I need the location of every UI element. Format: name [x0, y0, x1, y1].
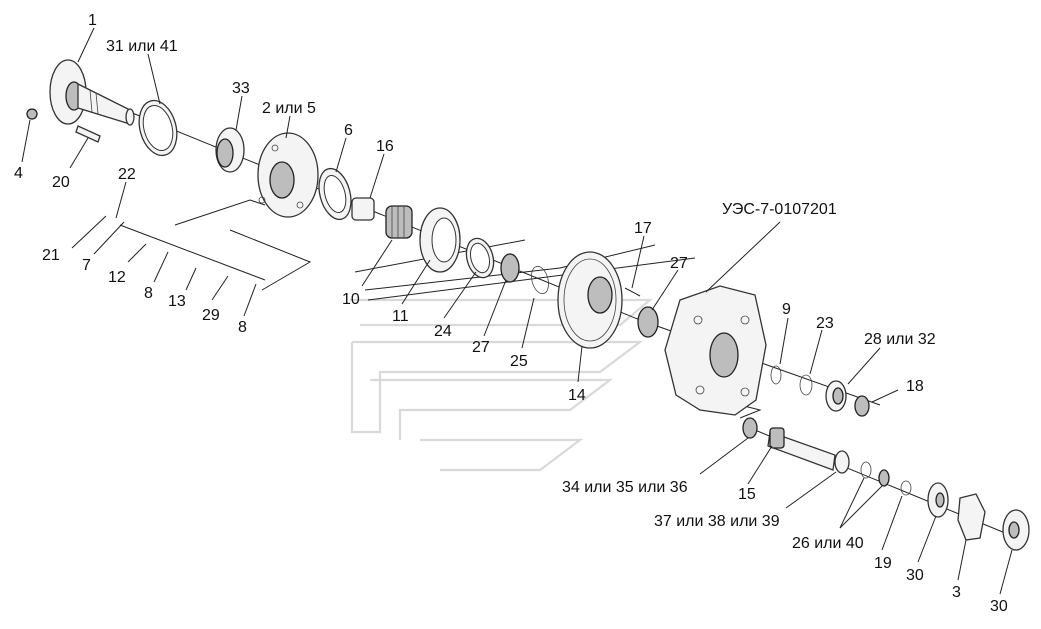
callout-2: 2 или 5: [262, 100, 316, 117]
callout-31: 31 или 41: [106, 38, 178, 55]
callout-9: 9: [782, 301, 791, 318]
callout-22: 22: [118, 166, 136, 183]
part-17-pin: [624, 287, 641, 297]
callout-17: 17: [634, 220, 652, 237]
callout-30-right: 30: [990, 598, 1008, 615]
callout-33: 33: [232, 80, 250, 97]
part-26-rings: [860, 461, 890, 487]
callout-34: 34 или 35 или 36: [562, 479, 688, 496]
part-4-nut: [26, 108, 38, 120]
housing-ues-7-0107201: [664, 285, 767, 416]
callout-7: 7: [82, 257, 91, 274]
callout-15: 15: [738, 486, 756, 503]
part-31-ring: [138, 99, 178, 157]
part-30-disc-right: [1002, 509, 1030, 551]
part-10-gear: [385, 205, 413, 239]
callout-4: 4: [14, 165, 23, 182]
part-27-bearing-right: [637, 306, 659, 338]
callout-11: 11: [392, 308, 409, 325]
callout-25: 25: [510, 353, 528, 370]
part-18-nut: [854, 395, 870, 417]
callout-24: 24: [434, 323, 452, 340]
callout-28: 28 или 32: [864, 331, 936, 348]
watermark-logo: [350, 298, 654, 472]
callout-21: 21: [42, 247, 60, 264]
callout-13: 13: [168, 293, 186, 310]
part-28-bearing: [825, 380, 847, 412]
callout-30-left: 30: [906, 567, 924, 584]
part-30-disc-left: [927, 482, 949, 518]
part-33-bearing: [215, 127, 245, 173]
part-14-big-gear: [557, 251, 623, 349]
part-19-ring: [900, 480, 912, 496]
part-37-bearing: [834, 450, 850, 474]
part-24-ring: [465, 237, 495, 279]
callout-1: 1: [88, 12, 97, 29]
part-3-plate: [957, 493, 986, 541]
part-20-bolt: [75, 125, 101, 143]
callout-27-right: 27: [670, 255, 688, 272]
part-23-ring: [799, 374, 813, 396]
part-9-ring: [770, 365, 782, 385]
callout-23: 23: [816, 315, 834, 332]
part-6-ring: [318, 167, 352, 221]
callout-14: 14: [568, 387, 586, 404]
callout-27-left: 27: [472, 339, 490, 356]
callout-3: 3: [952, 584, 961, 601]
callout-ues-7-0107201: УЭС-7-0107201: [722, 201, 837, 218]
callout-19: 19: [874, 555, 892, 572]
callout-10: 10: [342, 291, 360, 308]
part-27-bearing-left: [500, 253, 520, 283]
callout-26: 26 или 40: [792, 535, 864, 552]
callout-12: 12: [108, 269, 126, 286]
part-25-snap-ring: [531, 265, 549, 295]
callout-29: 29: [202, 307, 220, 324]
callout-18: 18: [906, 378, 924, 395]
callout-37: 37 или 38 или 39: [654, 513, 780, 530]
callout-20: 20: [52, 174, 70, 191]
callout-8-right: 8: [238, 319, 247, 336]
callout-16: 16: [376, 138, 394, 155]
leader-lines: [21, 27, 1013, 595]
part-1-hub-flange: [49, 59, 135, 126]
callout-6: 6: [344, 122, 353, 139]
callout-8-left: 8: [144, 285, 153, 302]
part-34-bearing: [742, 417, 758, 439]
callout-labels: 1 31 или 41 33 2 или 5 6 16 4 20 22 21 7…: [14, 12, 1008, 615]
part-2-carrier: [257, 132, 319, 218]
part-16-bushing: [351, 197, 375, 221]
part-11-crown: [419, 207, 461, 273]
part-15-shaft: [767, 427, 836, 471]
